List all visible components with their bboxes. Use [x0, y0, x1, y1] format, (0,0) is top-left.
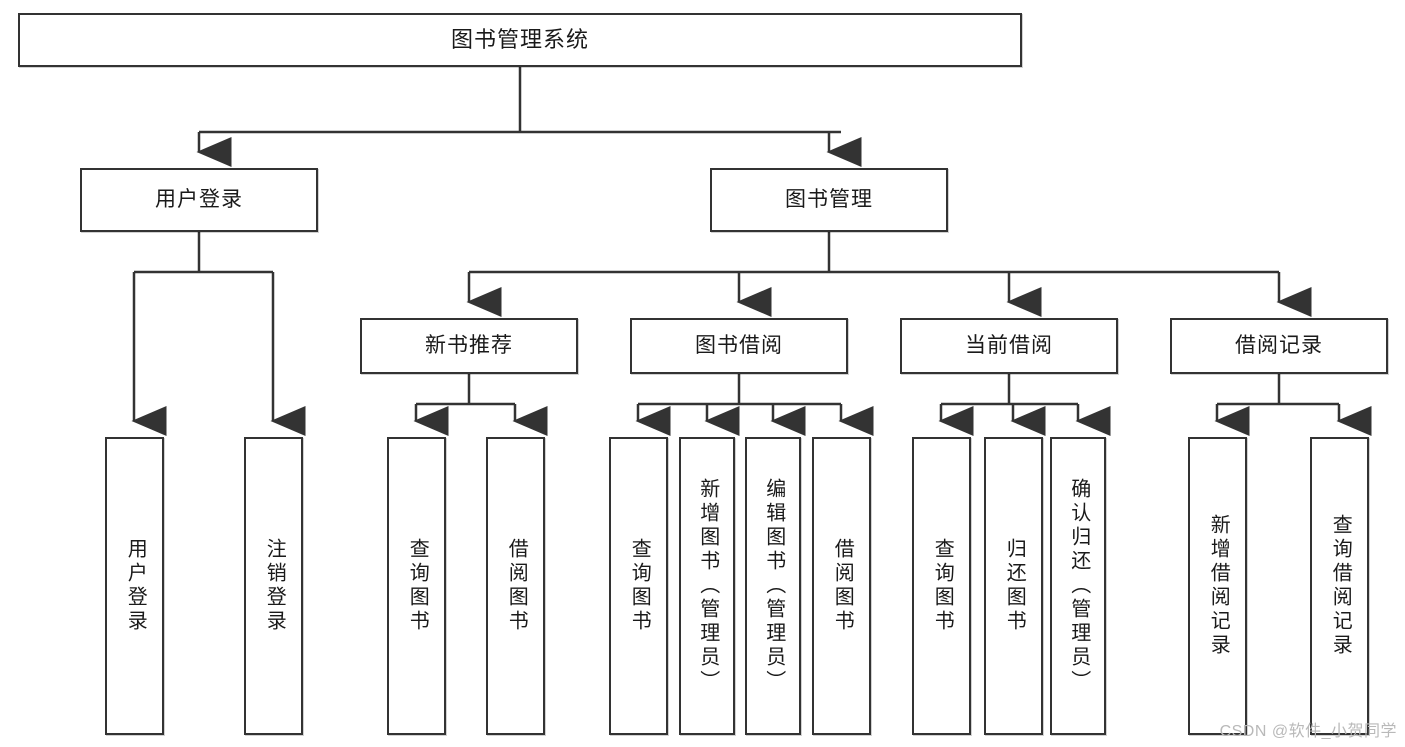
- node-user-login[interactable]: 用户登录: [80, 168, 318, 232]
- leaf-node-query-book-1[interactable]: 查询图书: [387, 437, 446, 735]
- leaf-node-query-borrow-record[interactable]: 查询借阅记录: [1310, 437, 1369, 735]
- node-label: 归还图书: [1003, 538, 1026, 634]
- node-label: 用户登录: [124, 538, 147, 634]
- node-label: 图书管理系统: [450, 27, 589, 53]
- node-label: 用户登录: [155, 187, 243, 211]
- node-label: 查询借阅记录: [1329, 514, 1352, 658]
- node-label: 注销登录: [263, 538, 286, 634]
- node-book-management[interactable]: 图书管理: [710, 168, 948, 232]
- node-label: 查询图书: [931, 538, 954, 634]
- node-label: 借阅图书: [505, 538, 528, 634]
- leaf-node-return-book[interactable]: 归还图书: [984, 437, 1043, 735]
- node-new-book-recommendation[interactable]: 新书推荐: [360, 318, 578, 374]
- leaf-node-user-login[interactable]: 用户登录: [105, 437, 164, 735]
- leaf-node-query-book-2[interactable]: 查询图书: [609, 437, 668, 735]
- node-label: 图书管理: [785, 187, 873, 211]
- node-label: 确认归还（管理员）: [1067, 478, 1090, 694]
- node-label: 编辑图书（管理员）: [762, 478, 785, 694]
- node-label: 借阅记录: [1235, 333, 1323, 357]
- node-label: 借阅图书: [831, 538, 854, 634]
- leaf-node-borrow-book-2[interactable]: 借阅图书: [812, 437, 871, 735]
- leaf-node-logout[interactable]: 注销登录: [244, 437, 303, 735]
- leaf-node-borrow-book-1[interactable]: 借阅图书: [486, 437, 545, 735]
- leaf-node-add-borrow-record[interactable]: 新增借阅记录: [1188, 437, 1247, 735]
- node-label: 查询图书: [628, 538, 651, 634]
- leaf-node-edit-book[interactable]: 编辑图书（管理员）: [745, 437, 801, 735]
- node-label: 新书推荐: [425, 333, 513, 357]
- leaf-node-add-book[interactable]: 新增图书（管理员）: [679, 437, 735, 735]
- node-label: 图书借阅: [695, 333, 783, 357]
- node-label: 当前借阅: [965, 333, 1053, 357]
- node-label: 查询图书: [406, 538, 429, 634]
- node-label: 新增图书（管理员）: [696, 478, 719, 694]
- node-current-borrow[interactable]: 当前借阅: [900, 318, 1118, 374]
- leaf-node-confirm-return[interactable]: 确认归还（管理员）: [1050, 437, 1106, 735]
- leaf-node-query-book-3[interactable]: 查询图书: [912, 437, 971, 735]
- node-book-management-system[interactable]: 图书管理系统: [18, 13, 1022, 67]
- node-borrow-record[interactable]: 借阅记录: [1170, 318, 1388, 374]
- node-label: 新增借阅记录: [1207, 514, 1230, 658]
- node-book-borrow[interactable]: 图书借阅: [630, 318, 848, 374]
- csdn-watermark: CSDN @软件_小贺同学: [1219, 723, 1397, 740]
